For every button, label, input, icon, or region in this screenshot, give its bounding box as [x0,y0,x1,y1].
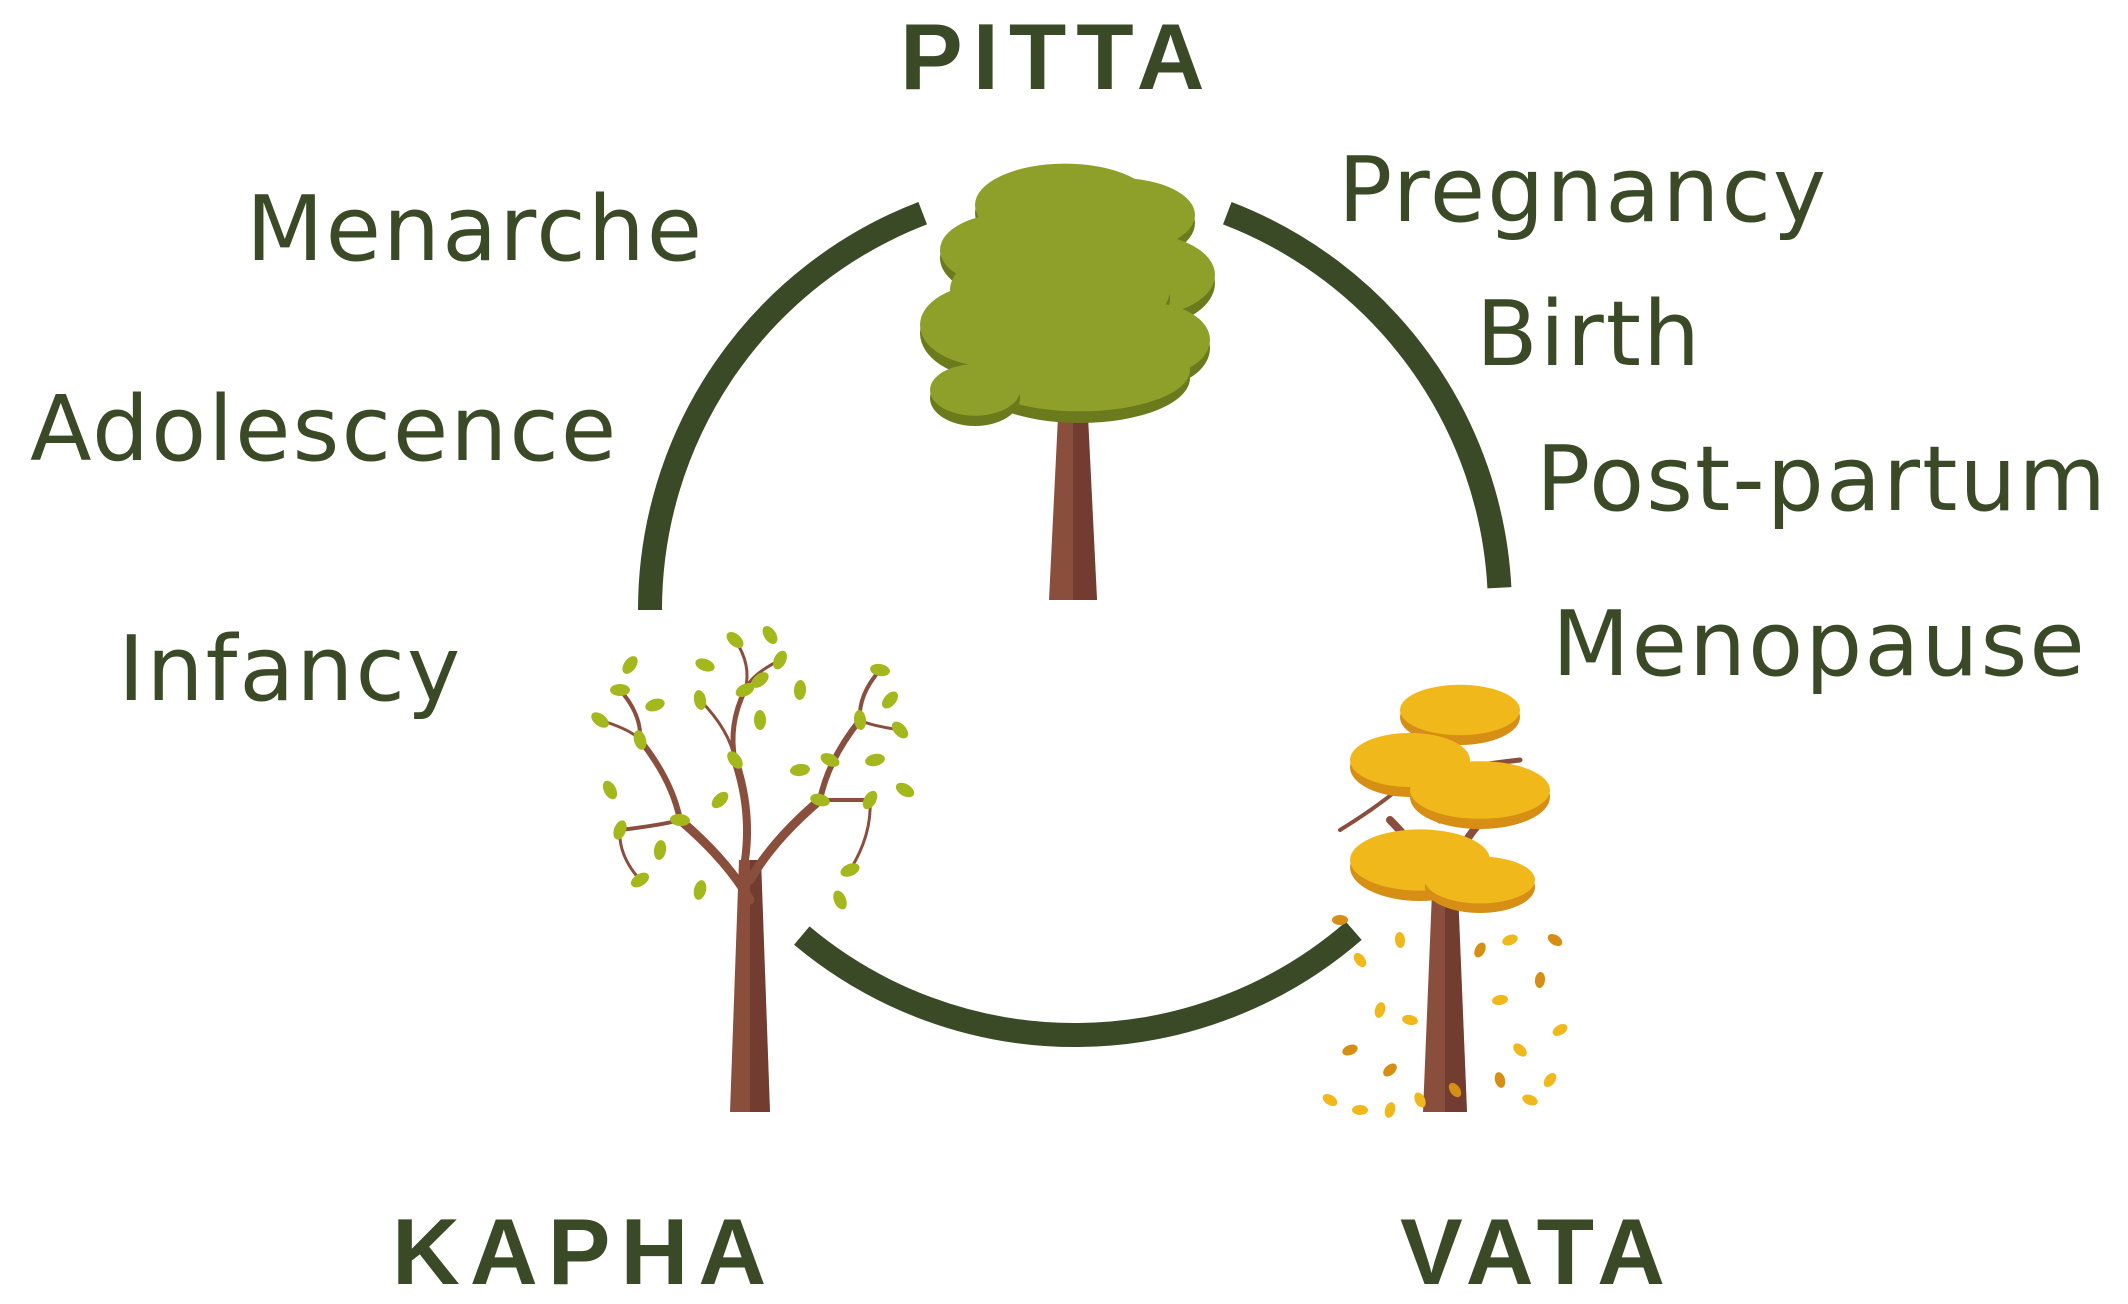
falling-leaf [1373,1001,1387,1019]
spring-leaf [831,888,850,911]
falling-leaf [1351,951,1369,970]
foliage-clump [1400,685,1520,735]
stage-label-birth: Birth [1476,290,1702,380]
spring-leaf [588,709,611,731]
kapha-label: KAPHA [392,1205,776,1299]
spring-leaf [754,710,766,730]
spring-leaf [724,629,747,651]
tree-branch [735,760,747,860]
summer-tree-icon [920,164,1215,600]
falling-leaf [1381,1061,1400,1079]
cycle-arc-pitta-to-vata [1227,213,1499,588]
falling-leaf [1352,1105,1368,1115]
spring-leaf [789,763,810,777]
stage-label-menopause: Menopause [1552,600,2087,690]
spring-leaf [600,778,620,801]
spring-leaf [628,870,651,891]
vata-label: VATA [1400,1205,1675,1299]
autumn-tree-icon [1321,685,1570,1119]
falling-leaf [1546,931,1565,948]
tree-branch [733,690,745,760]
falling-leaf [1383,1101,1397,1119]
spring-leaf [692,879,708,901]
stage-label-adolescence: Adolescence [30,385,618,475]
falling-leaf [1501,933,1519,948]
spring-leaf [694,656,717,674]
stage-label-menarche: Menarche [246,185,704,275]
spring-leaf [653,839,668,861]
spring-leaf [770,648,790,671]
spring-leaf [879,689,901,712]
spring-tree-icon [588,623,916,1112]
foliage-clump [930,364,1020,416]
falling-leaf [1541,1071,1559,1090]
falling-leaf [1493,1071,1507,1089]
spring-leaf [610,684,630,696]
stage-label-pregnancy: Pregnancy [1338,146,1828,236]
tree-branch [620,830,640,880]
tree-branch [850,800,870,870]
spring-leaf [709,789,732,812]
falling-leaf [1341,1042,1360,1057]
pitta-label: PITTA [900,10,1215,104]
falling-leaf [1511,1041,1530,1059]
falling-leaf [1534,972,1546,989]
spring-leaf [838,861,861,880]
falling-leaf [1321,1092,1340,1109]
spring-leaf [760,623,781,646]
tree-branch [640,740,680,820]
cycle-arc-vata-to-kapha [802,931,1354,1035]
stage-label-infancy: Infancy [118,625,462,715]
spring-leaf [644,696,667,713]
falling-leaf [1491,994,1508,1007]
spring-leaf [619,653,640,676]
spring-leaf [893,780,916,800]
falling-leaf [1472,941,1488,960]
foliage-clump [1425,857,1535,904]
spring-leaf [869,662,891,677]
spring-leaf [793,680,806,701]
falling-leaf [1394,932,1405,949]
falling-leaf [1332,915,1348,925]
falling-leaf [1521,1092,1540,1107]
stage-label-post-partum: Post-partum [1536,435,2108,525]
foliage-clump [1410,761,1550,819]
falling-leaf [1401,1014,1419,1027]
tree-branch [700,700,735,760]
falling-leaf [1551,1022,1570,1039]
spring-leaf [864,752,886,768]
tree-branch [750,800,820,880]
